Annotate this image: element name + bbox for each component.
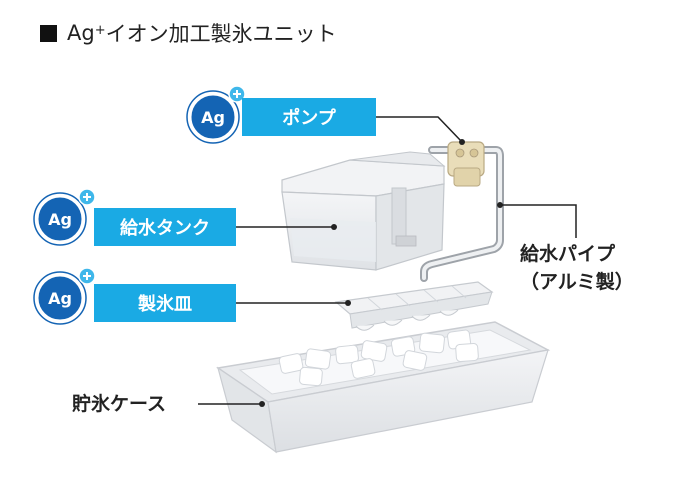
pump [447,141,485,187]
callout-pipe-line1: 給水パイプ [520,243,616,265]
callout-case: 貯氷ケース [72,393,167,415]
ice-cubes [278,329,479,387]
ice-tray [334,281,494,331]
water-supply-pipe [420,146,504,282]
title-plus: + [94,22,106,38]
label-water-tank: 給水タンク [94,208,236,246]
leader-pipe [500,204,577,238]
callout-pipe-line2: （アルミ製） [520,271,634,293]
title-ag: Ag [67,21,95,45]
ag-text-pump: Ag [201,108,225,127]
ice-storage-case [216,321,551,454]
label-ice-tray: 製氷皿 [94,284,236,322]
label-pump: ポンプ [242,98,376,136]
ag-icon-pump [186,85,246,144]
leader-lines [198,116,577,407]
bullet-square [40,24,57,42]
page-title: Ag+イオン加工製氷ユニット [40,18,337,48]
ag-text-tank: Ag [48,210,72,229]
ag-icon-tray [33,267,96,325]
ag-icon-tank [33,188,96,246]
callout-pipe: 給水パイプ （アルミ製） [520,240,634,296]
ag-text-tray: Ag [48,289,72,308]
title-rest: イオン加工製氷ユニット [105,22,337,46]
water-tank [281,151,446,271]
leader-pump [376,116,463,143]
